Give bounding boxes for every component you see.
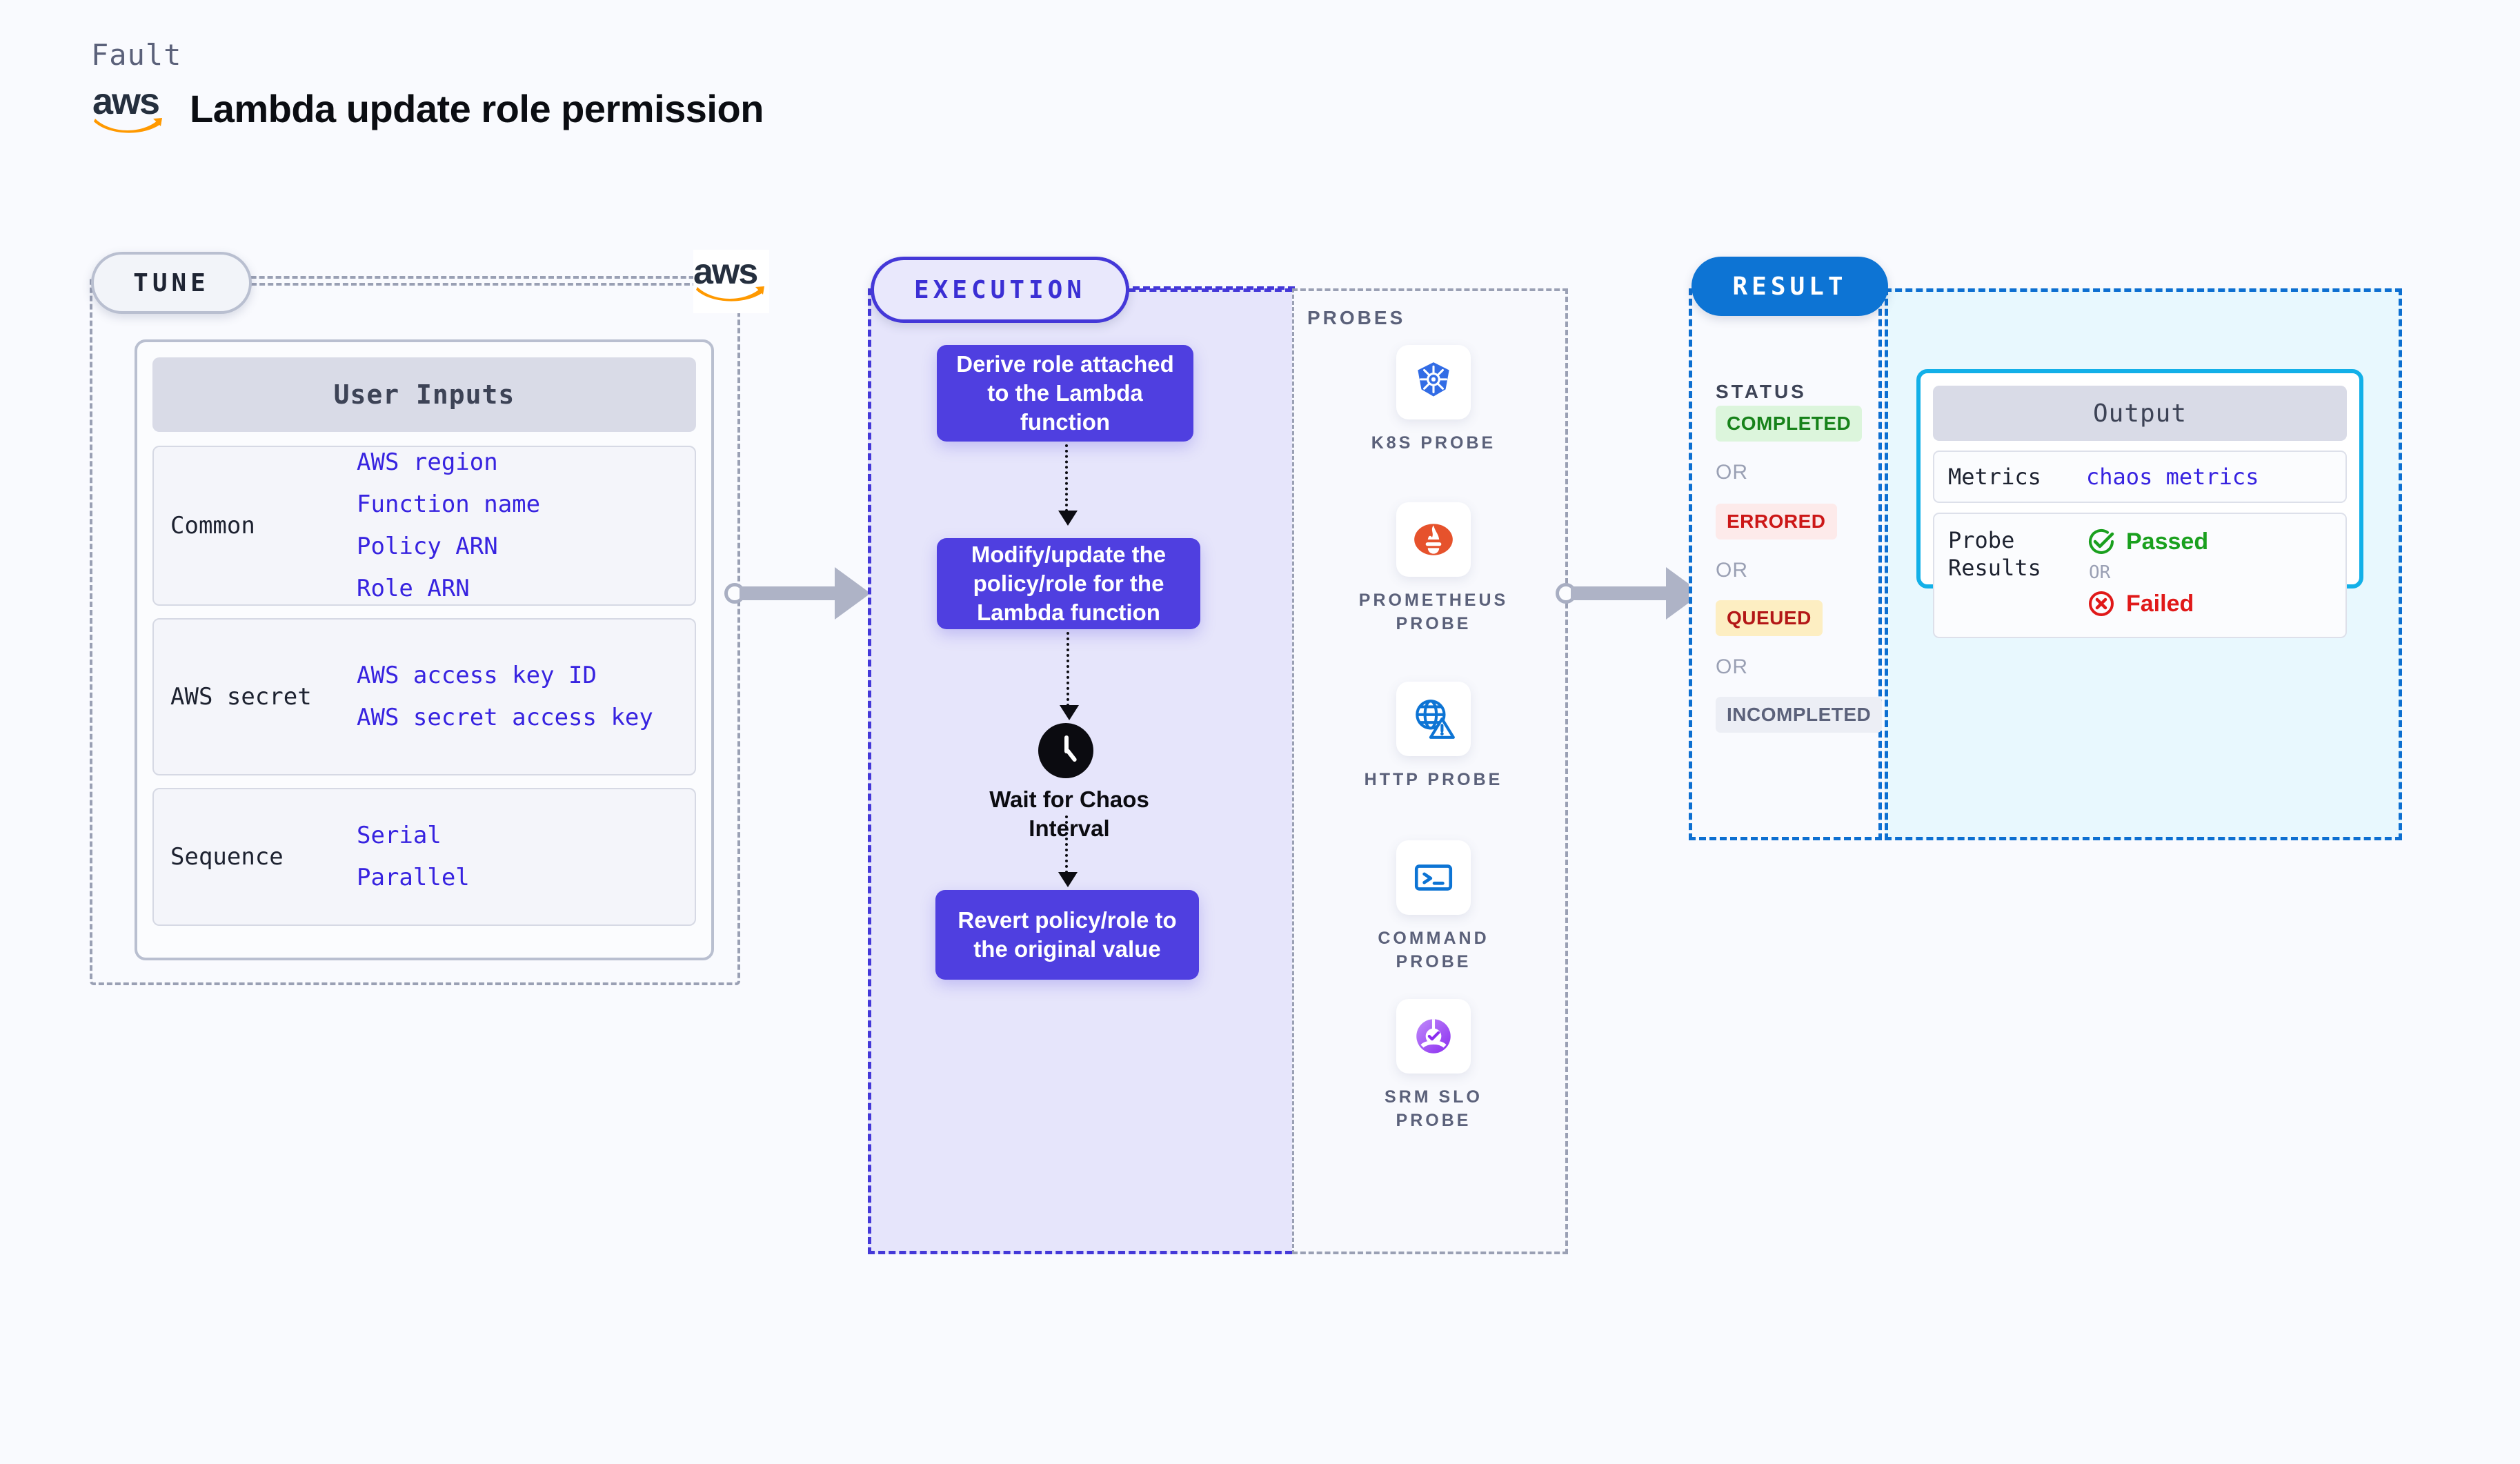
input-value[interactable]: AWS secret access key: [357, 704, 653, 731]
status-badge-queued: QUEUED: [1716, 600, 1823, 636]
user-inputs-card: User Inputs Common AWS region Function n…: [135, 339, 714, 960]
probe-item-prometheus[interactable]: PROMETHEUS PROBE: [1351, 502, 1516, 636]
title-row: aws Lambda update role permission: [90, 81, 1055, 134]
input-value[interactable]: Parallel: [357, 864, 470, 891]
status-badge-errored: ERRORED: [1716, 504, 1837, 540]
input-group-sequence: Sequence Serial Parallel: [152, 788, 696, 926]
page-header: Fault aws Lambda update role permission: [90, 38, 1055, 176]
fault-kicker: Fault: [91, 38, 182, 72]
status-section-label: STATUS: [1716, 381, 1807, 402]
aws-logo-icon: aws: [90, 81, 169, 134]
or-separator: OR: [1716, 559, 1748, 582]
clock-icon: [1038, 723, 1093, 778]
probes-section-label: PROBES: [1307, 307, 1406, 328]
probe-caption: SRM SLO PROBE: [1385, 1087, 1482, 1130]
probe-caption: COMMAND PROBE: [1378, 929, 1489, 971]
input-group-common: Common AWS region Function name Policy A…: [152, 446, 696, 606]
input-value[interactable]: Policy ARN: [357, 533, 498, 560]
execution-badge: EXECUTION: [871, 257, 1129, 323]
probe-item-k8s[interactable]: K8S PROBE: [1351, 345, 1516, 455]
probes-panel: [1292, 288, 1568, 1254]
terminal-icon: [1396, 840, 1471, 915]
input-group-label: Common: [170, 512, 255, 540]
probe-result-passed-label: Passed: [2126, 528, 2209, 555]
output-card: Output Metrics chaos metrics Probe Resul…: [1916, 369, 2363, 638]
flow-edge: [1060, 632, 1079, 720]
probe-result-failed-label: Failed: [2126, 590, 2194, 617]
tune-badge: TUNE: [91, 252, 252, 314]
or-separator: OR: [1716, 461, 1748, 484]
execution-step-label: Derive role attached to the Lambda funct…: [956, 350, 1174, 435]
tune-aws-logo-icon: aws: [693, 250, 769, 313]
globe-warning-icon: [1396, 682, 1471, 756]
prometheus-icon: [1396, 502, 1471, 577]
probe-caption: PROMETHEUS PROBE: [1358, 591, 1509, 633]
flow-edge: [1058, 815, 1078, 887]
or-separator: OR: [2089, 562, 2111, 583]
input-group-aws-secret: AWS secret AWS access key ID AWS secret …: [152, 618, 696, 775]
execution-step-node-revert[interactable]: Revert policy/role to the original value: [935, 875, 1214, 980]
probe-results-values: Passed OR Failed: [2086, 526, 2208, 619]
srm-slo-icon: [1396, 999, 1471, 1074]
execution-connector-line: [1122, 286, 1295, 290]
metrics-value[interactable]: chaos metrics: [2086, 464, 2259, 490]
probe-caption: HTTP PROBE: [1364, 770, 1503, 789]
execution-step-label: Revert policy/role to the original value: [958, 907, 1177, 962]
kubernetes-icon: [1396, 345, 1471, 419]
result-badge: RESULT: [1691, 257, 1888, 316]
user-inputs-header: User Inputs: [152, 357, 696, 432]
input-value[interactable]: Serial: [357, 821, 442, 849]
input-group-label: AWS secret: [170, 683, 312, 711]
input-group-values: Serial Parallel: [357, 822, 688, 891]
check-circle-icon: [2089, 528, 2114, 554]
input-group-values: AWS access key ID AWS secret access key: [357, 662, 688, 731]
output-row-probe-results: Probe Results Passed OR Failed: [1933, 513, 2347, 638]
input-value[interactable]: Function name: [357, 490, 541, 518]
probe-item-srm-slo[interactable]: SRM SLO PROBE: [1351, 999, 1516, 1133]
wait-for-chaos-interval-label: Wait for Chaos Interval: [989, 787, 1149, 842]
metrics-label: Metrics: [1948, 464, 2041, 490]
flow-edge: [1058, 444, 1078, 526]
execution-step-node[interactable]: Derive role attached to the Lambda funct…: [937, 330, 1209, 442]
probe-result-passed: Passed: [2086, 526, 2208, 557]
input-value[interactable]: Role ARN: [357, 575, 470, 603]
execution-step-label: Modify/update the policy/role for the La…: [971, 541, 1167, 626]
input-value[interactable]: AWS access key ID: [357, 661, 597, 689]
input-group-values: AWS region Function name Policy ARN Role…: [357, 448, 688, 603]
probe-result-failed: Failed: [2086, 588, 2208, 619]
input-value[interactable]: AWS region: [357, 448, 498, 476]
x-circle-icon: [2089, 591, 2114, 616]
output-card-header: Output: [1933, 386, 2347, 441]
status-badge-completed: COMPLETED: [1716, 406, 1863, 442]
input-group-label: Sequence: [170, 843, 284, 871]
probe-item-http[interactable]: HTTP PROBE: [1351, 682, 1516, 792]
status-badge-incompleted: INCOMPLETED: [1716, 697, 1883, 733]
probe-results-label: Probe Results: [1948, 527, 2041, 581]
probe-item-command[interactable]: COMMAND PROBE: [1351, 840, 1516, 974]
page-title: Lambda update role permission: [190, 86, 764, 130]
execution-step-node[interactable]: Modify/update the policy/role for the La…: [937, 523, 1216, 629]
probe-caption: K8S PROBE: [1371, 433, 1496, 453]
tune-connector-line: [243, 283, 698, 286]
output-row-metrics: Metrics chaos metrics: [1933, 451, 2347, 503]
or-separator: OR: [1716, 655, 1748, 678]
result-status-region: [1689, 288, 1882, 840]
